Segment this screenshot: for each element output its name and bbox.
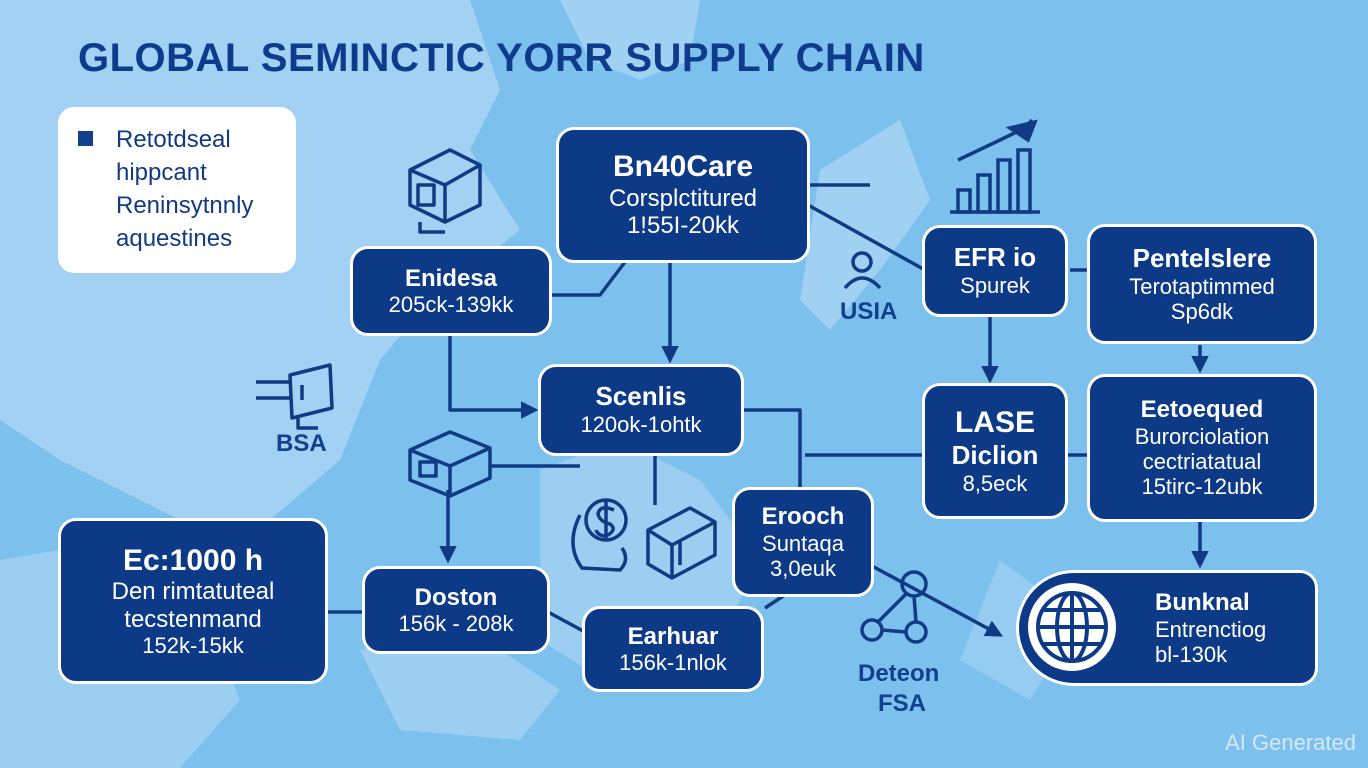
plug-icon — [256, 363, 334, 430]
box-icon — [408, 430, 492, 498]
connector-enidesa-bn40care — [550, 260, 627, 297]
node-lase: LASE Diclion 8,5eck — [922, 383, 1068, 519]
node-etoequed: Eetoequed Burorciolation cectriatatual 1… — [1087, 374, 1317, 522]
node-title: EFR io — [953, 242, 1037, 273]
node-enidesa: Enidesa 205ck-139kk — [350, 246, 552, 336]
node-title: Eetoequed — [1140, 396, 1264, 424]
region-label-usia: USIA — [840, 298, 898, 325]
server-icon — [408, 148, 482, 234]
node-earhuar: Earhuar 156k-1nlok — [582, 606, 764, 692]
bar-chart-icon — [950, 118, 1040, 214]
node-title: Bunknal — [1155, 588, 1250, 616]
node-line: Suntaqa — [762, 530, 844, 556]
legend-line: hippcant — [116, 159, 207, 186]
connector-erooch-bunknal — [871, 564, 1004, 637]
node-title: Earhuar — [627, 622, 719, 650]
node-line: Corsplctitured — [608, 184, 758, 212]
node-value: 1!55I-20kk — [626, 212, 740, 240]
node-bn40care: Bn40Care Corsplctitured 1!55I-20kk — [556, 127, 810, 263]
dollar-hand-icon — [571, 498, 628, 572]
node-value: bl-130k — [1155, 641, 1228, 667]
node-pentelslere: Pentelslere Terotaptimmed Sp6dk — [1087, 224, 1317, 344]
legend-square-icon — [78, 131, 93, 146]
node-line: Burorciolation — [1134, 423, 1270, 449]
package-icon — [646, 506, 717, 580]
node-value: Sp6dk — [1170, 298, 1234, 324]
region-label-bsa: BSA — [276, 430, 327, 457]
node-value: 15tirc-12ubk — [1141, 474, 1263, 500]
connector-bn40care-efrio — [807, 203, 926, 272]
connector-enidesa-scenlis — [448, 330, 539, 419]
node-title: Scenlis — [595, 381, 687, 412]
node-title: Erooch — [761, 502, 845, 530]
region-label-fsa: FSA — [878, 690, 926, 717]
node-title: Pentelslere — [1132, 242, 1272, 273]
node-value: 120ok-1ohtk — [580, 412, 702, 438]
node-value: 156k - 208k — [398, 611, 514, 637]
legend-line: Reninsytnnly — [116, 192, 254, 219]
node-bunknal: Bunknal Entrenctiog bl-130k — [1016, 570, 1318, 686]
page-title: GLOBAL SEMINCTIC YORR SUPPLY CHAIN — [78, 36, 925, 80]
node-line: cectriatatual — [1142, 449, 1262, 475]
legend-line: aquestines — [116, 225, 233, 252]
region-label-deteon: Deteon — [858, 660, 940, 687]
node-line: Den rimtatuteal — [111, 578, 275, 605]
node-scenlis: Scenlis 120ok-1ohtk — [538, 364, 744, 456]
node-title: Bn40Care — [612, 150, 754, 184]
legend-card: Retotdseal hippcant Reninsytnnly aquesti… — [58, 107, 296, 273]
watermark: AI Generated — [1225, 730, 1356, 755]
node-title: Doston — [414, 583, 498, 611]
node-erooch: Erooch Suntaqa 3,0euk — [732, 487, 874, 597]
node-line: Diclion — [951, 439, 1039, 470]
node-line: Terotaptimmed — [1129, 273, 1275, 299]
node-value: 205ck-139kk — [388, 292, 514, 318]
node-title: LASE — [954, 406, 1035, 440]
person-icon — [843, 251, 882, 290]
node-line: tecstenmand — [124, 605, 262, 633]
node-efr-io: EFR io Spurek — [922, 225, 1068, 317]
node-value: Spurek — [960, 273, 1030, 299]
network-icon — [860, 570, 928, 644]
legend-line: Retotdseal — [116, 126, 231, 153]
node-value: 152k-15kk — [142, 633, 244, 659]
node-ec1000: Ec:1000 h Den rimtatuteal tecstenmand 15… — [58, 518, 328, 684]
node-title: Ec:1000 h — [122, 543, 264, 577]
node-value: 156k-1nlok — [619, 650, 727, 676]
connector-doston-earhuar — [547, 610, 586, 634]
node-value: 3,0euk — [769, 555, 837, 581]
node-doston: Doston 156k - 208k — [362, 566, 550, 654]
node-value: 8,5eck — [962, 470, 1028, 496]
node-title: Enidesa — [404, 264, 498, 292]
node-line: Entrenctiog — [1155, 616, 1267, 642]
